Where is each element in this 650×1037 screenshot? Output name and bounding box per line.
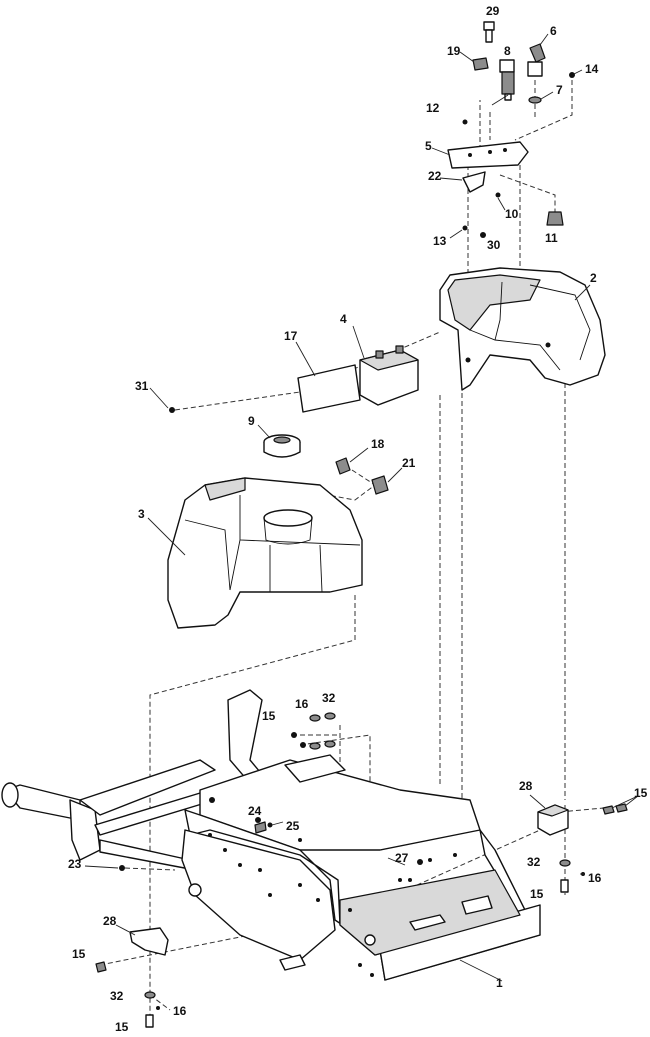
callout-15-right: 15 — [530, 887, 544, 901]
rear-shroud — [439, 267, 606, 391]
callout-3: 3 — [138, 507, 145, 521]
callout-15-left-top: 15 — [72, 947, 86, 961]
callout-31: 31 — [135, 379, 149, 393]
callout-11: 11 — [545, 231, 558, 245]
leader-lines — [84, 33, 639, 982]
callout-32-left: 32 — [110, 989, 124, 1003]
callout-13: 13 — [433, 234, 447, 248]
callout-15-left: 15 — [115, 1020, 129, 1034]
callout-30: 30 — [487, 238, 501, 252]
battery-assembly — [169, 345, 419, 413]
seat-mount-hardware — [254, 712, 336, 834]
callout-labels: 29 19 8 6 14 7 12 5 22 10 13 30 11 2 17 … — [68, 4, 648, 1034]
fuel-tank-hood — [167, 477, 363, 629]
callout-14: 14 — [585, 62, 599, 76]
callout-18: 18 — [371, 437, 385, 451]
callout-25: 25 — [286, 819, 300, 833]
callout-27: 27 — [395, 851, 409, 865]
callout-8: 8 — [504, 44, 511, 58]
main-frame — [1, 689, 541, 981]
callout-29: 29 — [486, 4, 500, 18]
callout-24: 24 — [248, 804, 262, 818]
callout-28-left: 28 — [103, 914, 117, 928]
callout-6: 6 — [550, 24, 557, 38]
fuel-cap-and-fittings — [263, 434, 389, 495]
callout-17: 17 — [284, 329, 298, 343]
callout-1: 1 — [496, 976, 503, 990]
callout-9: 9 — [248, 414, 255, 428]
callout-23: 23 — [68, 857, 82, 871]
callout-15-right-top: 15 — [634, 786, 648, 800]
top-hardware — [447, 21, 575, 238]
callout-16-left: 16 — [173, 1004, 187, 1018]
callout-12: 12 — [426, 101, 440, 115]
callout-21: 21 — [402, 456, 416, 470]
callout-32-seat: 32 — [322, 691, 336, 705]
callout-7: 7 — [556, 83, 563, 97]
callout-32-right: 32 — [527, 855, 541, 869]
callout-16-seat: 16 — [295, 697, 309, 711]
callout-10: 10 — [505, 207, 519, 221]
callout-28-right: 28 — [519, 779, 533, 793]
callout-19: 19 — [447, 44, 461, 58]
callout-22: 22 — [428, 169, 442, 183]
callout-15-seat: 15 — [262, 709, 276, 723]
right-mount-bracket — [537, 803, 628, 893]
callout-4: 4 — [340, 312, 347, 326]
callout-2: 2 — [590, 271, 597, 285]
callout-5: 5 — [425, 139, 432, 153]
callout-16-right: 16 — [588, 871, 602, 885]
left-mount-bracket — [95, 927, 169, 1028]
